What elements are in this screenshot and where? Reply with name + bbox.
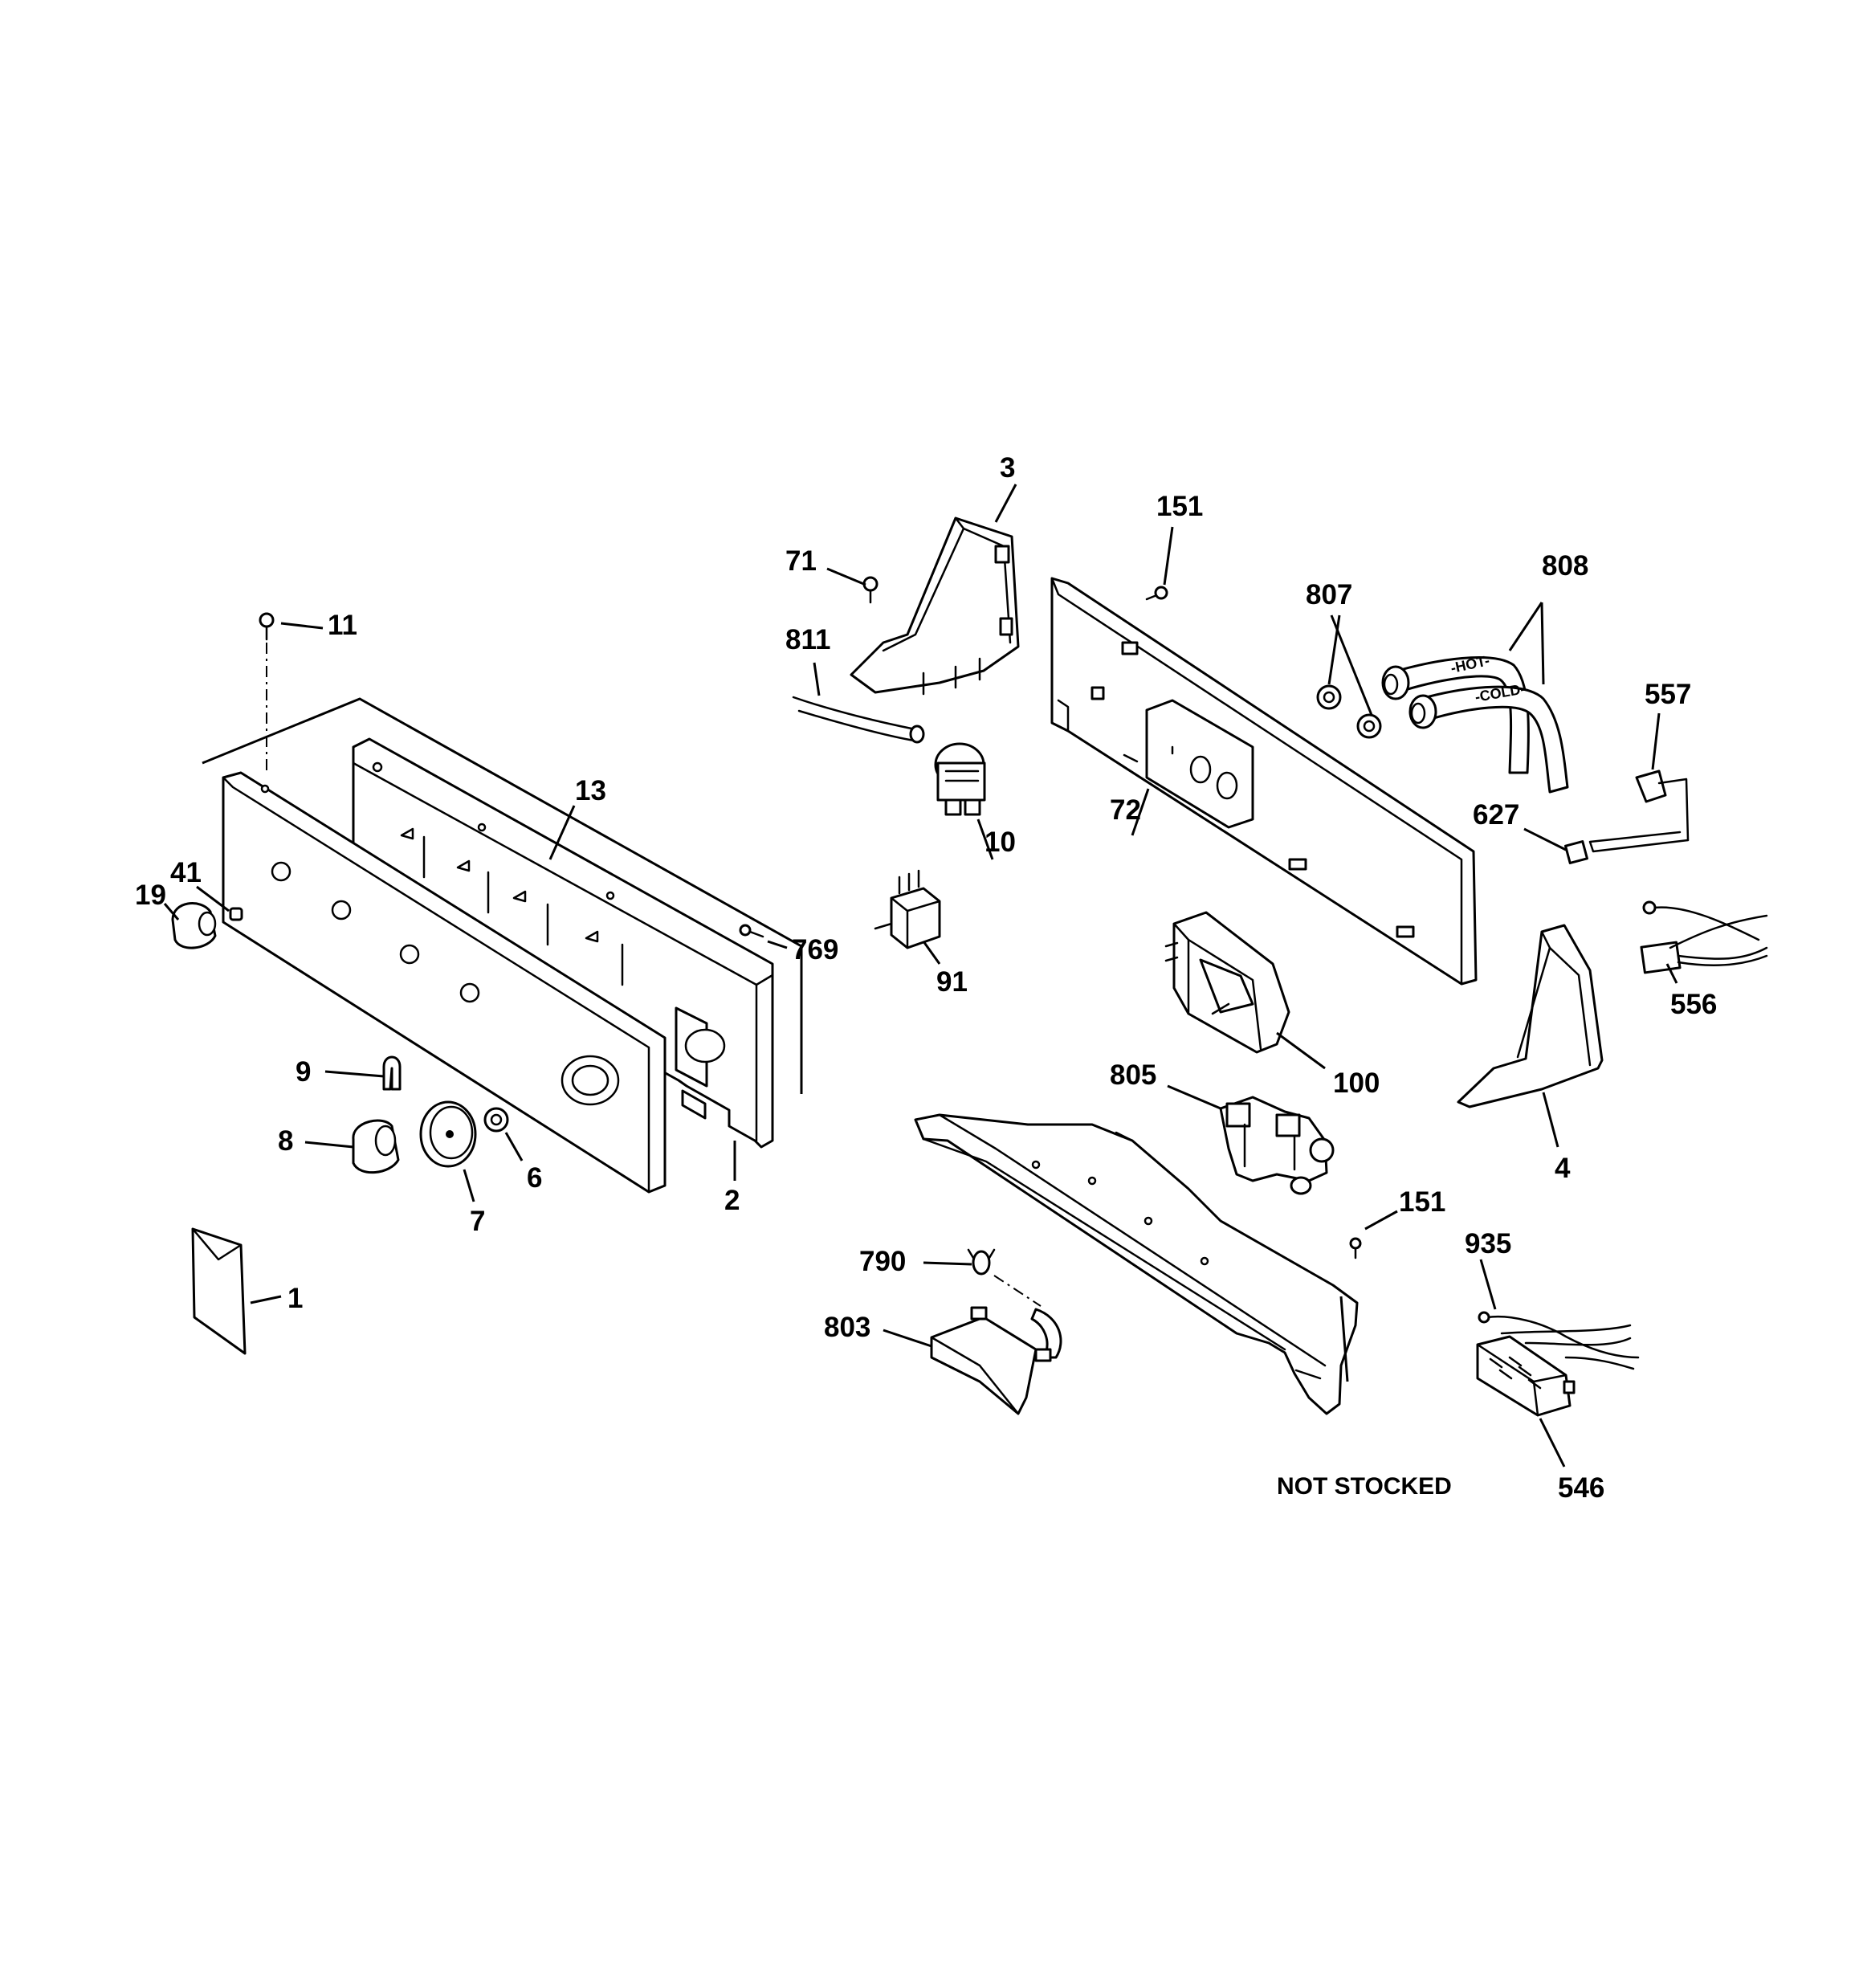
callout-1: 1	[287, 1283, 303, 1314]
callout-805: 805	[1110, 1059, 1156, 1091]
callout-935: 935	[1465, 1228, 1511, 1259]
callout-72: 72	[1110, 794, 1141, 826]
callout-3: 3	[1000, 452, 1015, 484]
part-7-dial	[419, 1100, 477, 1168]
part-556-wire-harness	[1640, 900, 1768, 974]
part-9-clip	[382, 1055, 402, 1091]
callout-627: 627	[1473, 799, 1519, 831]
assembly-bracket-13	[202, 697, 803, 1094]
part-6-nut	[483, 1107, 509, 1133]
callout-7: 7	[470, 1206, 485, 1237]
part-935-wire-harness	[1478, 1311, 1640, 1370]
part-8-knob	[352, 1119, 400, 1174]
part-803-dispenser	[930, 1306, 1062, 1415]
part-811-hose	[792, 696, 925, 744]
callout-6: 6	[527, 1162, 542, 1194]
callout-546: 546	[1558, 1472, 1604, 1504]
part-11-screw	[259, 612, 275, 771]
part-100-timer	[1164, 911, 1290, 1054]
part-13-control-panel	[222, 771, 667, 1194]
leader-lines	[163, 484, 1678, 1468]
callout-9: 9	[296, 1056, 311, 1088]
part-627-connector	[1564, 840, 1588, 864]
part-151-screw-upper	[1145, 586, 1168, 601]
callout-556: 556	[1670, 989, 1717, 1020]
callout-10: 10	[984, 827, 1016, 858]
callout-11: 11	[328, 610, 357, 641]
callout-2: 2	[724, 1185, 740, 1216]
part-10-pressure-switch	[934, 742, 986, 816]
part-41-set-screw	[229, 907, 243, 921]
callout-151-upper: 151	[1156, 491, 1203, 522]
part-557-sensor-harness	[1588, 769, 1690, 853]
part-1-literature-envelope	[191, 1227, 247, 1355]
callout-labels: 11 13 19 41 9 8 7 6 769 2 1 3 71 811 10 …	[135, 452, 1717, 1504]
callout-808: 808	[1542, 550, 1588, 582]
callout-91: 91	[936, 966, 968, 998]
part-807-washers	[1316, 684, 1382, 739]
callout-803: 803	[824, 1312, 870, 1343]
callout-811: 811	[785, 624, 830, 655]
part-808-fill-hoses: -HOT- -COLD-	[1381, 652, 1569, 794]
note-not-stocked: NOT STOCKED	[1277, 1473, 1452, 1500]
callout-4: 4	[1555, 1153, 1571, 1184]
callout-71: 71	[785, 545, 817, 577]
part-151-screw-lower	[1349, 1237, 1362, 1259]
part-72-rear-panel	[1050, 577, 1478, 986]
part-3-side-bracket	[850, 516, 1020, 696]
callout-151-lower: 151	[1399, 1186, 1445, 1218]
callout-769: 769	[792, 934, 838, 965]
part-805-water-valve	[1219, 1096, 1335, 1195]
part-19-knob	[171, 902, 217, 949]
part-769-screw	[739, 924, 764, 938]
callout-8: 8	[278, 1125, 293, 1157]
part-71-screw	[862, 576, 879, 604]
callout-807: 807	[1306, 579, 1352, 610]
part-91-switch	[874, 869, 941, 949]
part-2-panel-frame	[352, 737, 774, 1149]
callout-19: 19	[135, 880, 166, 911]
part-4-side-bracket	[1457, 924, 1604, 1108]
part-base-not-stocked	[914, 1113, 1359, 1415]
part-790-hose-clamp	[967, 1248, 996, 1276]
callout-13: 13	[575, 775, 606, 806]
callout-557: 557	[1645, 679, 1691, 710]
callout-790: 790	[859, 1246, 906, 1277]
callout-41: 41	[170, 857, 202, 888]
part-546-terminal-block	[1476, 1335, 1576, 1417]
callout-100: 100	[1333, 1067, 1380, 1099]
leader-790-803-dash	[993, 1275, 1042, 1307]
